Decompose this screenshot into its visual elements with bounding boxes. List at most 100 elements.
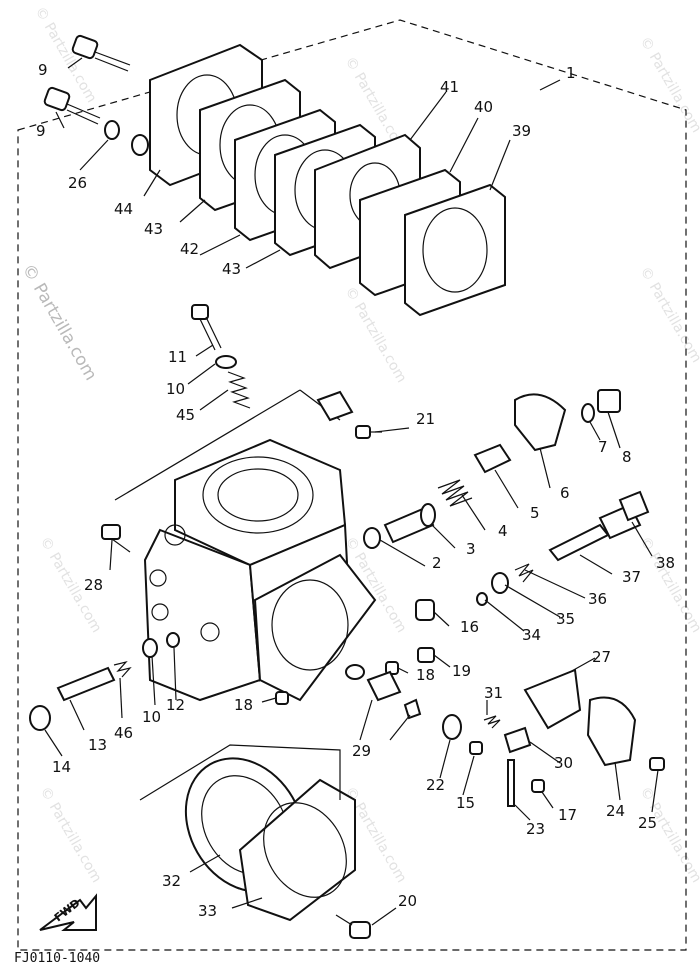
fitting-19	[417, 647, 435, 663]
part-label: 41	[440, 78, 459, 96]
screw-15	[469, 741, 483, 755]
part-label: 5	[530, 504, 540, 522]
part-label: 35	[556, 610, 575, 628]
part-label: 7	[598, 438, 608, 456]
part-label: 40	[474, 98, 493, 116]
spring-31	[483, 715, 501, 729]
part-label: 36	[588, 590, 607, 608]
washer-26	[104, 120, 120, 140]
part-label: 10	[142, 708, 161, 726]
part-labels: 1 9 9 26 44 43 42 43 41 40 39 11 10 45 2…	[36, 61, 675, 920]
plate-27	[523, 668, 582, 730]
part-label: 39	[512, 122, 531, 140]
screw-9-upper	[71, 34, 131, 72]
part-label: 34	[522, 626, 541, 644]
spring-4	[437, 479, 473, 507]
part-label: 18	[416, 666, 435, 684]
washer-10-lower	[142, 638, 158, 658]
part-label: 14	[52, 758, 71, 776]
part-label: 26	[68, 174, 87, 192]
part-label: 16	[460, 618, 479, 636]
part-label: 1	[566, 64, 576, 82]
part-label: 20	[398, 892, 417, 910]
part-label: 31	[484, 684, 503, 702]
part-label: 22	[426, 776, 445, 794]
part-label: 38	[656, 554, 675, 572]
cap-14	[29, 705, 51, 731]
fitting-44	[131, 134, 149, 156]
part-label: 21	[416, 410, 435, 428]
pilot-screw-11	[191, 304, 222, 351]
lever-30	[503, 726, 532, 754]
part-label: 15	[456, 794, 475, 812]
jet-29	[366, 670, 402, 702]
cover-33	[238, 778, 356, 922]
part-label: 45	[176, 406, 195, 424]
gasket-stack	[149, 43, 506, 317]
washer-22	[442, 714, 462, 740]
drawing-code: FJ0110-1040	[14, 951, 100, 966]
part-label: 11	[168, 348, 187, 366]
part-label: 32	[162, 872, 181, 890]
part-label: 42	[180, 240, 199, 258]
nut-8	[597, 389, 621, 413]
part-label: 28	[84, 576, 103, 594]
carburetor-body	[114, 389, 377, 702]
part-label: 30	[554, 754, 573, 772]
part-label: 29	[352, 742, 371, 760]
cap-38	[618, 490, 650, 522]
screw-20	[335, 914, 371, 939]
screw-18-lower	[275, 691, 289, 705]
spring-36	[514, 563, 534, 583]
cam-24	[586, 696, 637, 767]
lever-5	[473, 443, 512, 474]
part-label: 25	[638, 814, 657, 832]
jet-29-small	[403, 698, 422, 720]
lower-outline	[139, 744, 341, 801]
part-label: 46	[114, 724, 133, 742]
part-label: 3	[466, 540, 476, 558]
part-label: 6	[560, 484, 570, 502]
washer-2	[363, 527, 381, 549]
part-label: 9	[36, 122, 46, 140]
part-label: 33	[198, 902, 217, 920]
part-label: 2	[432, 554, 442, 572]
o-ring-12	[166, 632, 180, 648]
part-label: 24	[606, 802, 625, 820]
washer-10-upper	[215, 355, 237, 369]
fitting-28	[101, 524, 131, 553]
washer-29-left	[345, 664, 365, 680]
part-label: 27	[592, 648, 611, 666]
part-label: 37	[622, 568, 641, 586]
fitting-16	[415, 599, 435, 621]
shaft-3	[383, 503, 436, 544]
part-label: 19	[452, 662, 471, 680]
part-label: 4	[498, 522, 508, 540]
throttle-lever-6	[514, 393, 567, 452]
screw-17	[531, 779, 545, 793]
spring-46	[113, 660, 132, 678]
part-label: 23	[526, 820, 545, 838]
part-label: 17	[558, 806, 577, 824]
bracket-upper	[316, 390, 354, 422]
part-label: 43	[222, 260, 241, 278]
part-label: 8	[622, 448, 632, 466]
pin-23	[507, 759, 515, 807]
washer-35	[491, 572, 509, 594]
assembly-outline	[17, 19, 687, 951]
idle-screw-13	[56, 666, 116, 702]
o-ring-34	[476, 592, 488, 606]
screw-9-lower	[43, 86, 101, 125]
leader-lines	[44, 57, 659, 926]
spring-45	[227, 371, 251, 409]
washer-7	[581, 403, 595, 423]
part-label: 12	[166, 696, 185, 714]
part-label: 44	[114, 200, 133, 218]
screw-25	[649, 757, 665, 771]
part-label: 9	[38, 61, 48, 79]
part-label: 10	[166, 380, 185, 398]
part-label: 18	[234, 696, 253, 714]
part-label: 43	[144, 220, 163, 238]
part-label: 13	[88, 736, 107, 754]
